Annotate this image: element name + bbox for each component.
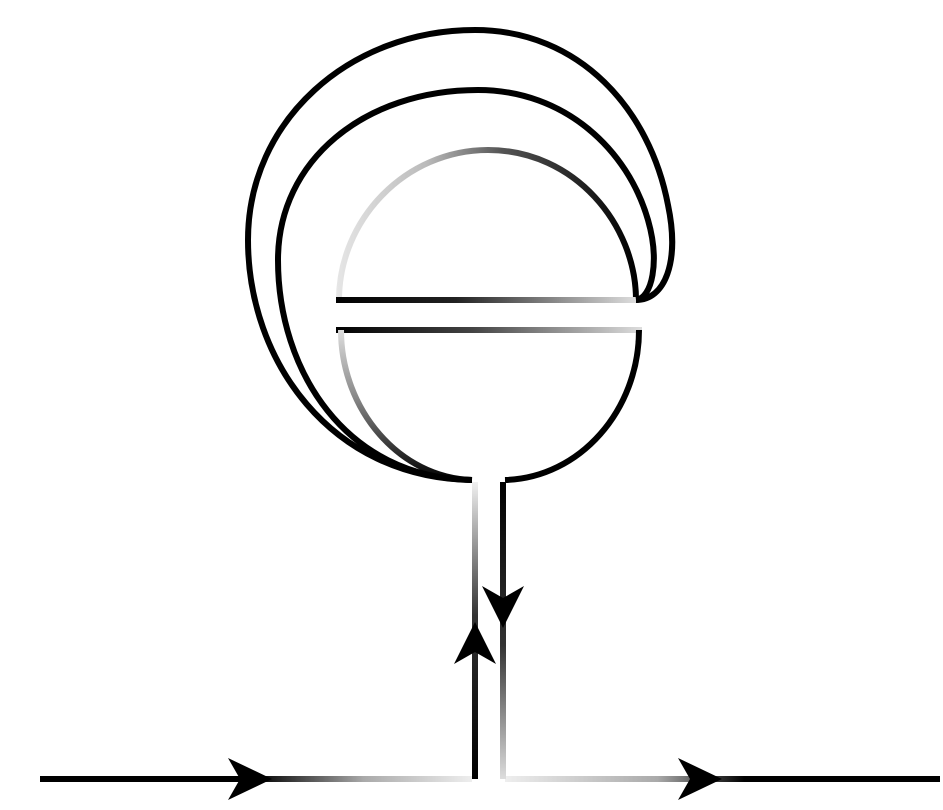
lower-right-arc — [504, 329, 642, 483]
arrow-down-vertical — [482, 586, 524, 628]
upper-semicircle — [336, 147, 639, 301]
arrow-in-horizontal — [228, 758, 272, 800]
outer-loop-middle — [275, 87, 657, 483]
arrow-up-vertical — [454, 622, 496, 664]
outer-loop-large — [245, 27, 676, 483]
lower-left-arc — [338, 329, 473, 483]
arrow-out-horizontal — [678, 758, 722, 800]
